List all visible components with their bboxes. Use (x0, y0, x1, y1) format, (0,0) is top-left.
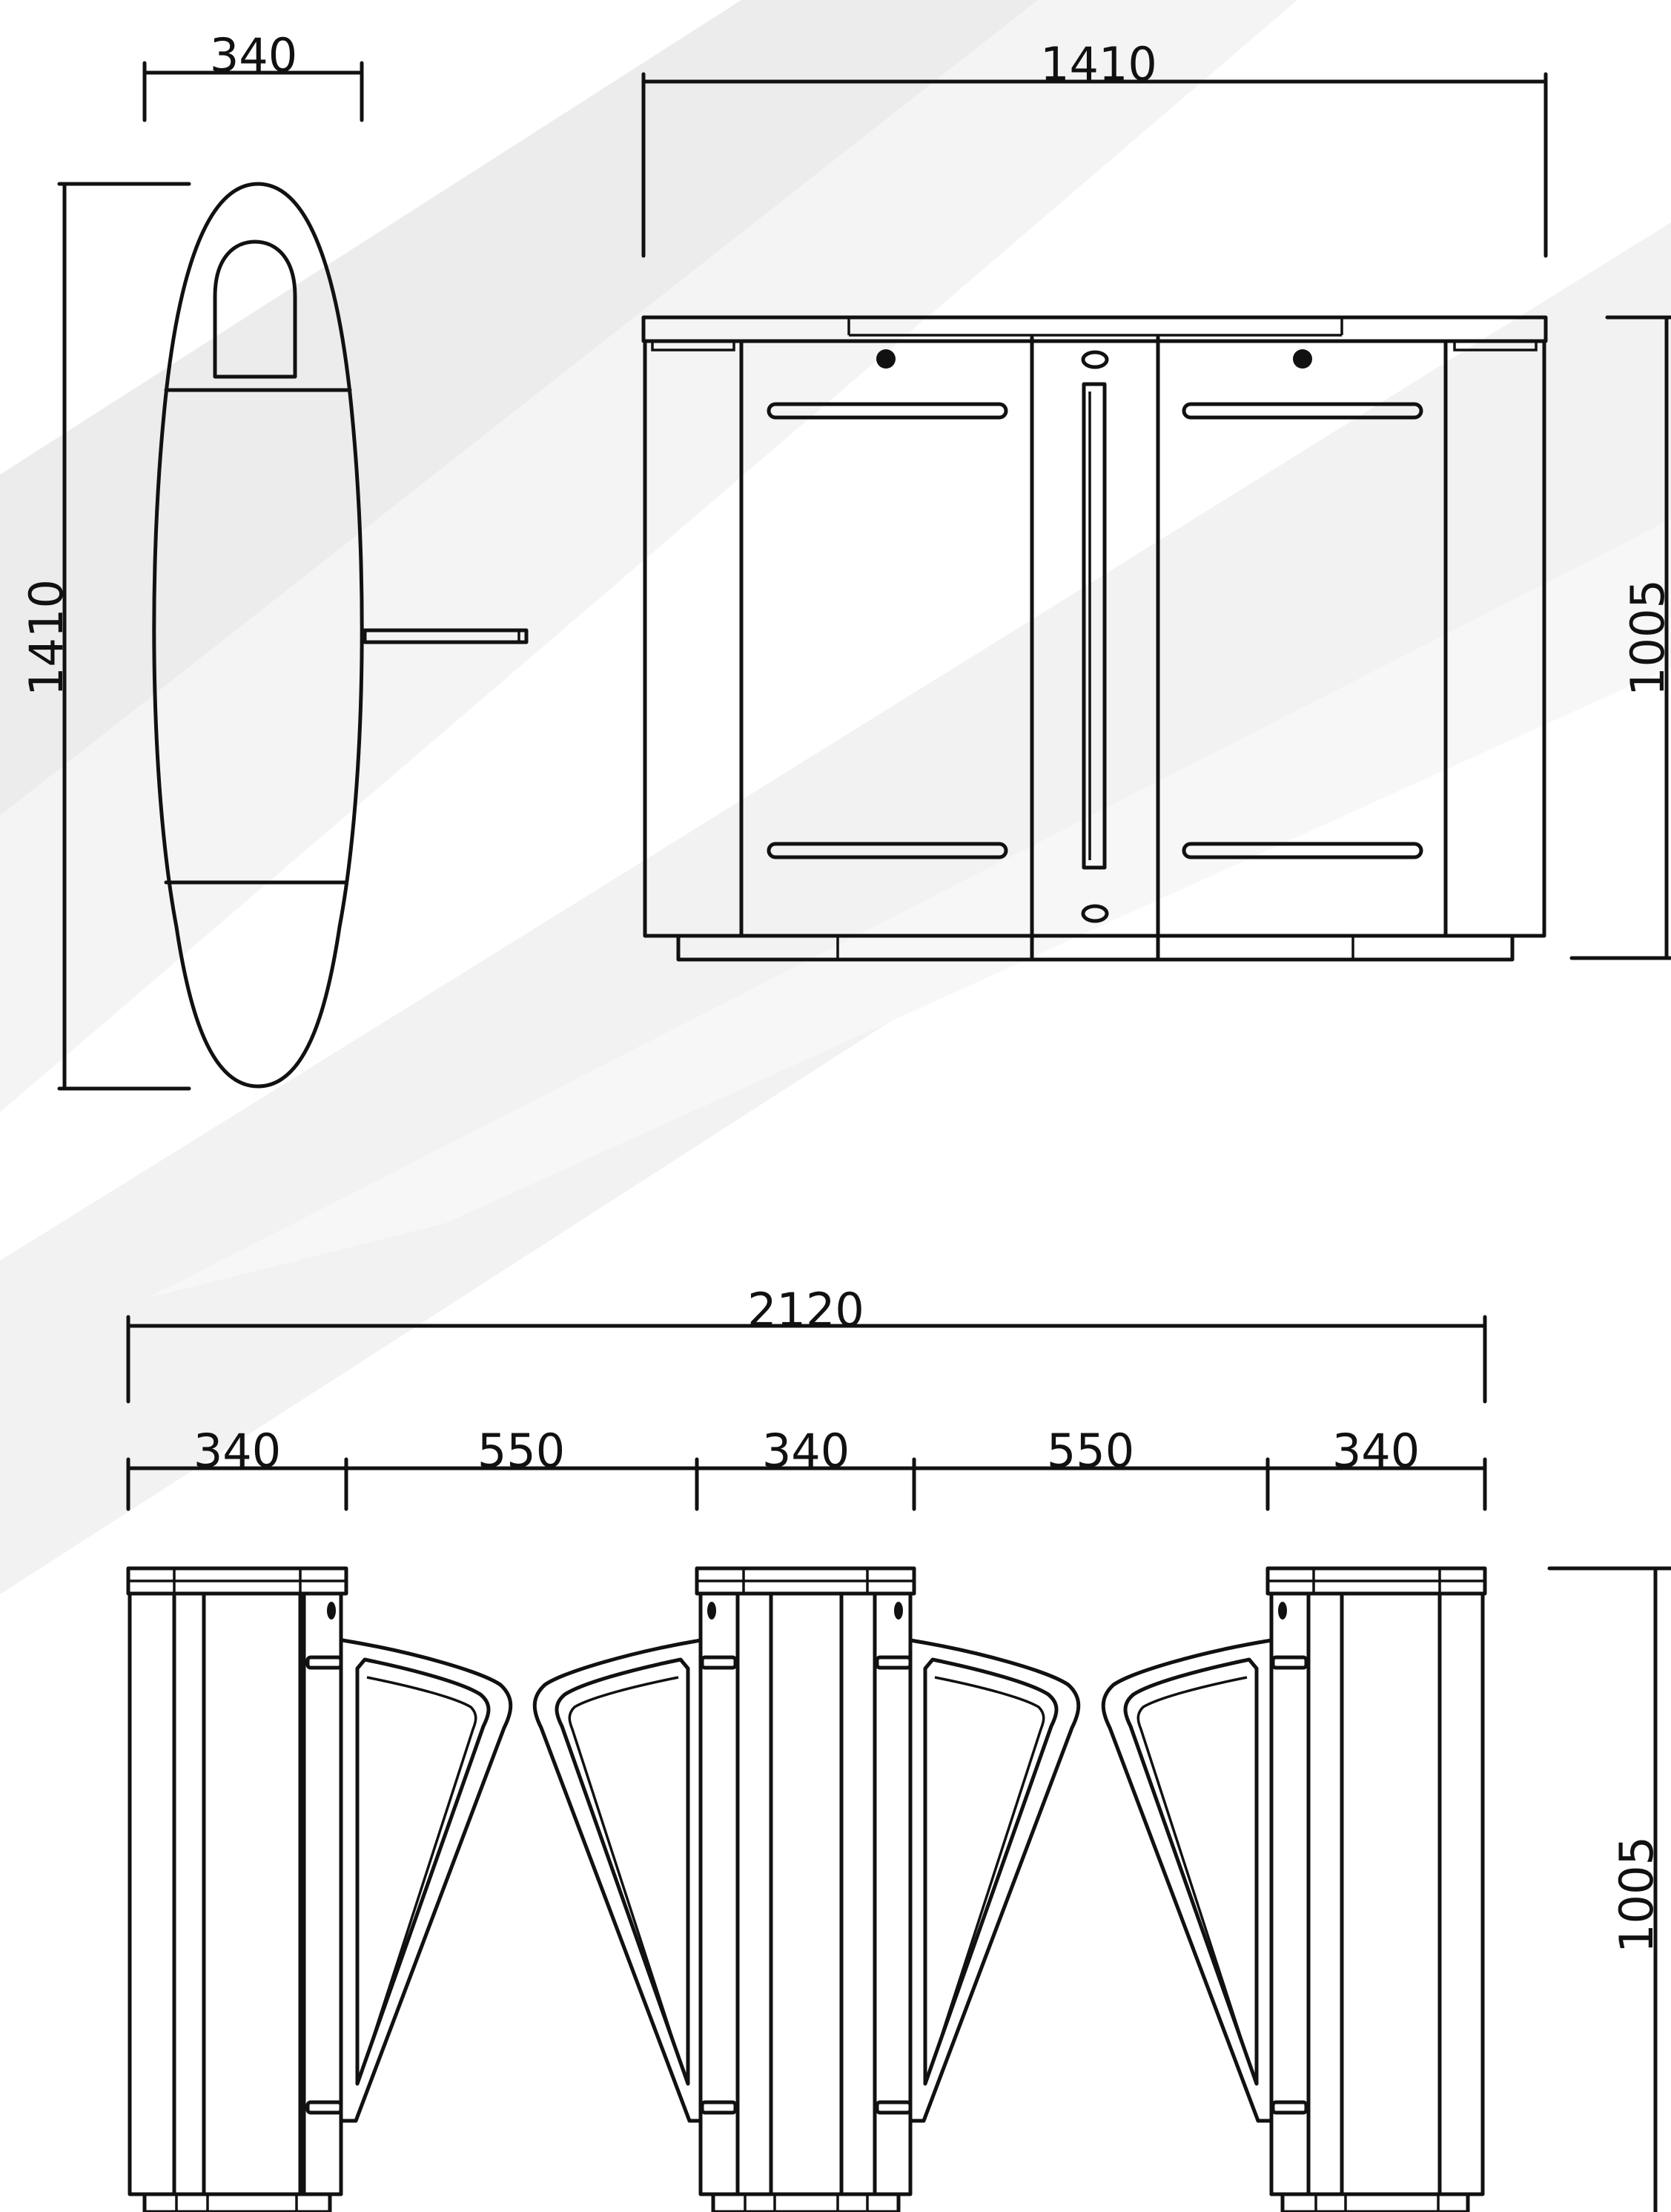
front-view-light-strip (1082, 382, 1107, 870)
lane-segment-label-5: 340 (1332, 1424, 1420, 1478)
front-view: 1410 1005 (641, 37, 1671, 962)
front-view-indicator-left (876, 349, 896, 369)
lane-segment-label-2: 550 (477, 1424, 565, 1478)
side-view-width-label: 340 (210, 28, 297, 82)
front-view-width-label: 1410 (1040, 37, 1157, 91)
lane-cabinet-center (532, 1566, 1081, 2212)
front-view-height-label: 1005 (1621, 579, 1671, 696)
lane-height-label: 1005 (1609, 1836, 1664, 1953)
side-view-body-outline (152, 182, 364, 1089)
lane-total-width-label: 2120 (747, 1283, 864, 1337)
lane-cabinet-right (1101, 1566, 1487, 2212)
front-view-indicator-right (1293, 349, 1312, 369)
lane-cabinet-left (126, 1566, 513, 2212)
lane-view: 2120 340 550 340 550 340 1005 (126, 1283, 1671, 2212)
side-view-wing-arm (363, 628, 529, 644)
side-view: 340 1410 (19, 28, 529, 1091)
lane-segment-label-3: 340 (762, 1424, 850, 1478)
lane-segment-label-1: 340 (193, 1424, 281, 1478)
side-view-height-label: 1410 (19, 579, 73, 696)
lane-segment-label-4: 550 (1047, 1424, 1134, 1478)
side-view-sensor-window (213, 240, 297, 379)
